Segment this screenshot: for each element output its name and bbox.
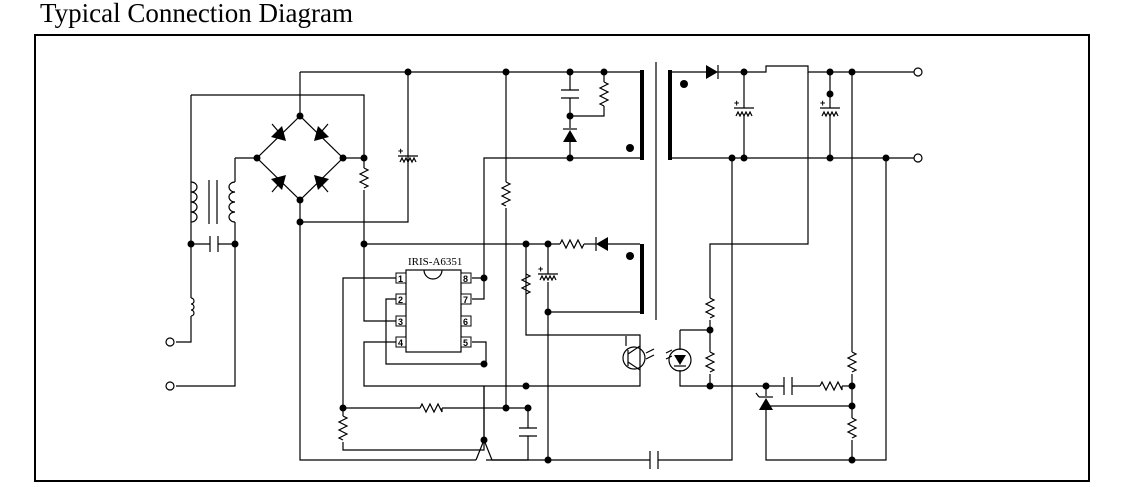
pin-8-label: 8 [463,274,468,284]
diagram-title: Typical Connection Diagram [40,0,354,28]
x-capacitor [209,236,219,252]
fuse [190,297,195,317]
wiring [176,65,914,461]
bridge-rectifier [256,115,344,201]
optocoupler [622,345,692,372]
transformer [626,62,688,320]
pin-2-label: 2 [398,295,403,305]
svg-text:+: + [398,146,403,156]
ic-label: IRIS-A6351 [408,256,462,268]
resistors [337,81,858,441]
svg-text:+: + [734,98,739,108]
ic-iris-a6351: IRIS-A6351 1 2 3 4 5 6 7 8 [395,256,472,353]
pin-4-label: 4 [398,338,403,348]
pin-6-label: 6 [463,317,468,327]
junction-dots [187,68,890,464]
pin-1-label: 1 [398,274,403,284]
pin-7-label: 7 [463,295,468,305]
ac-input-terminals [165,337,175,391]
output-terminals [913,67,923,163]
common-mode-choke [190,180,236,224]
pin-5-label: 5 [463,338,468,348]
svg-text:+: + [538,264,543,274]
diodes [563,65,773,410]
pin-3-label: 3 [398,317,403,327]
capacitors: + + + + [398,89,840,469]
diagram-frame [34,34,1090,482]
svg-text:+: + [820,98,825,108]
